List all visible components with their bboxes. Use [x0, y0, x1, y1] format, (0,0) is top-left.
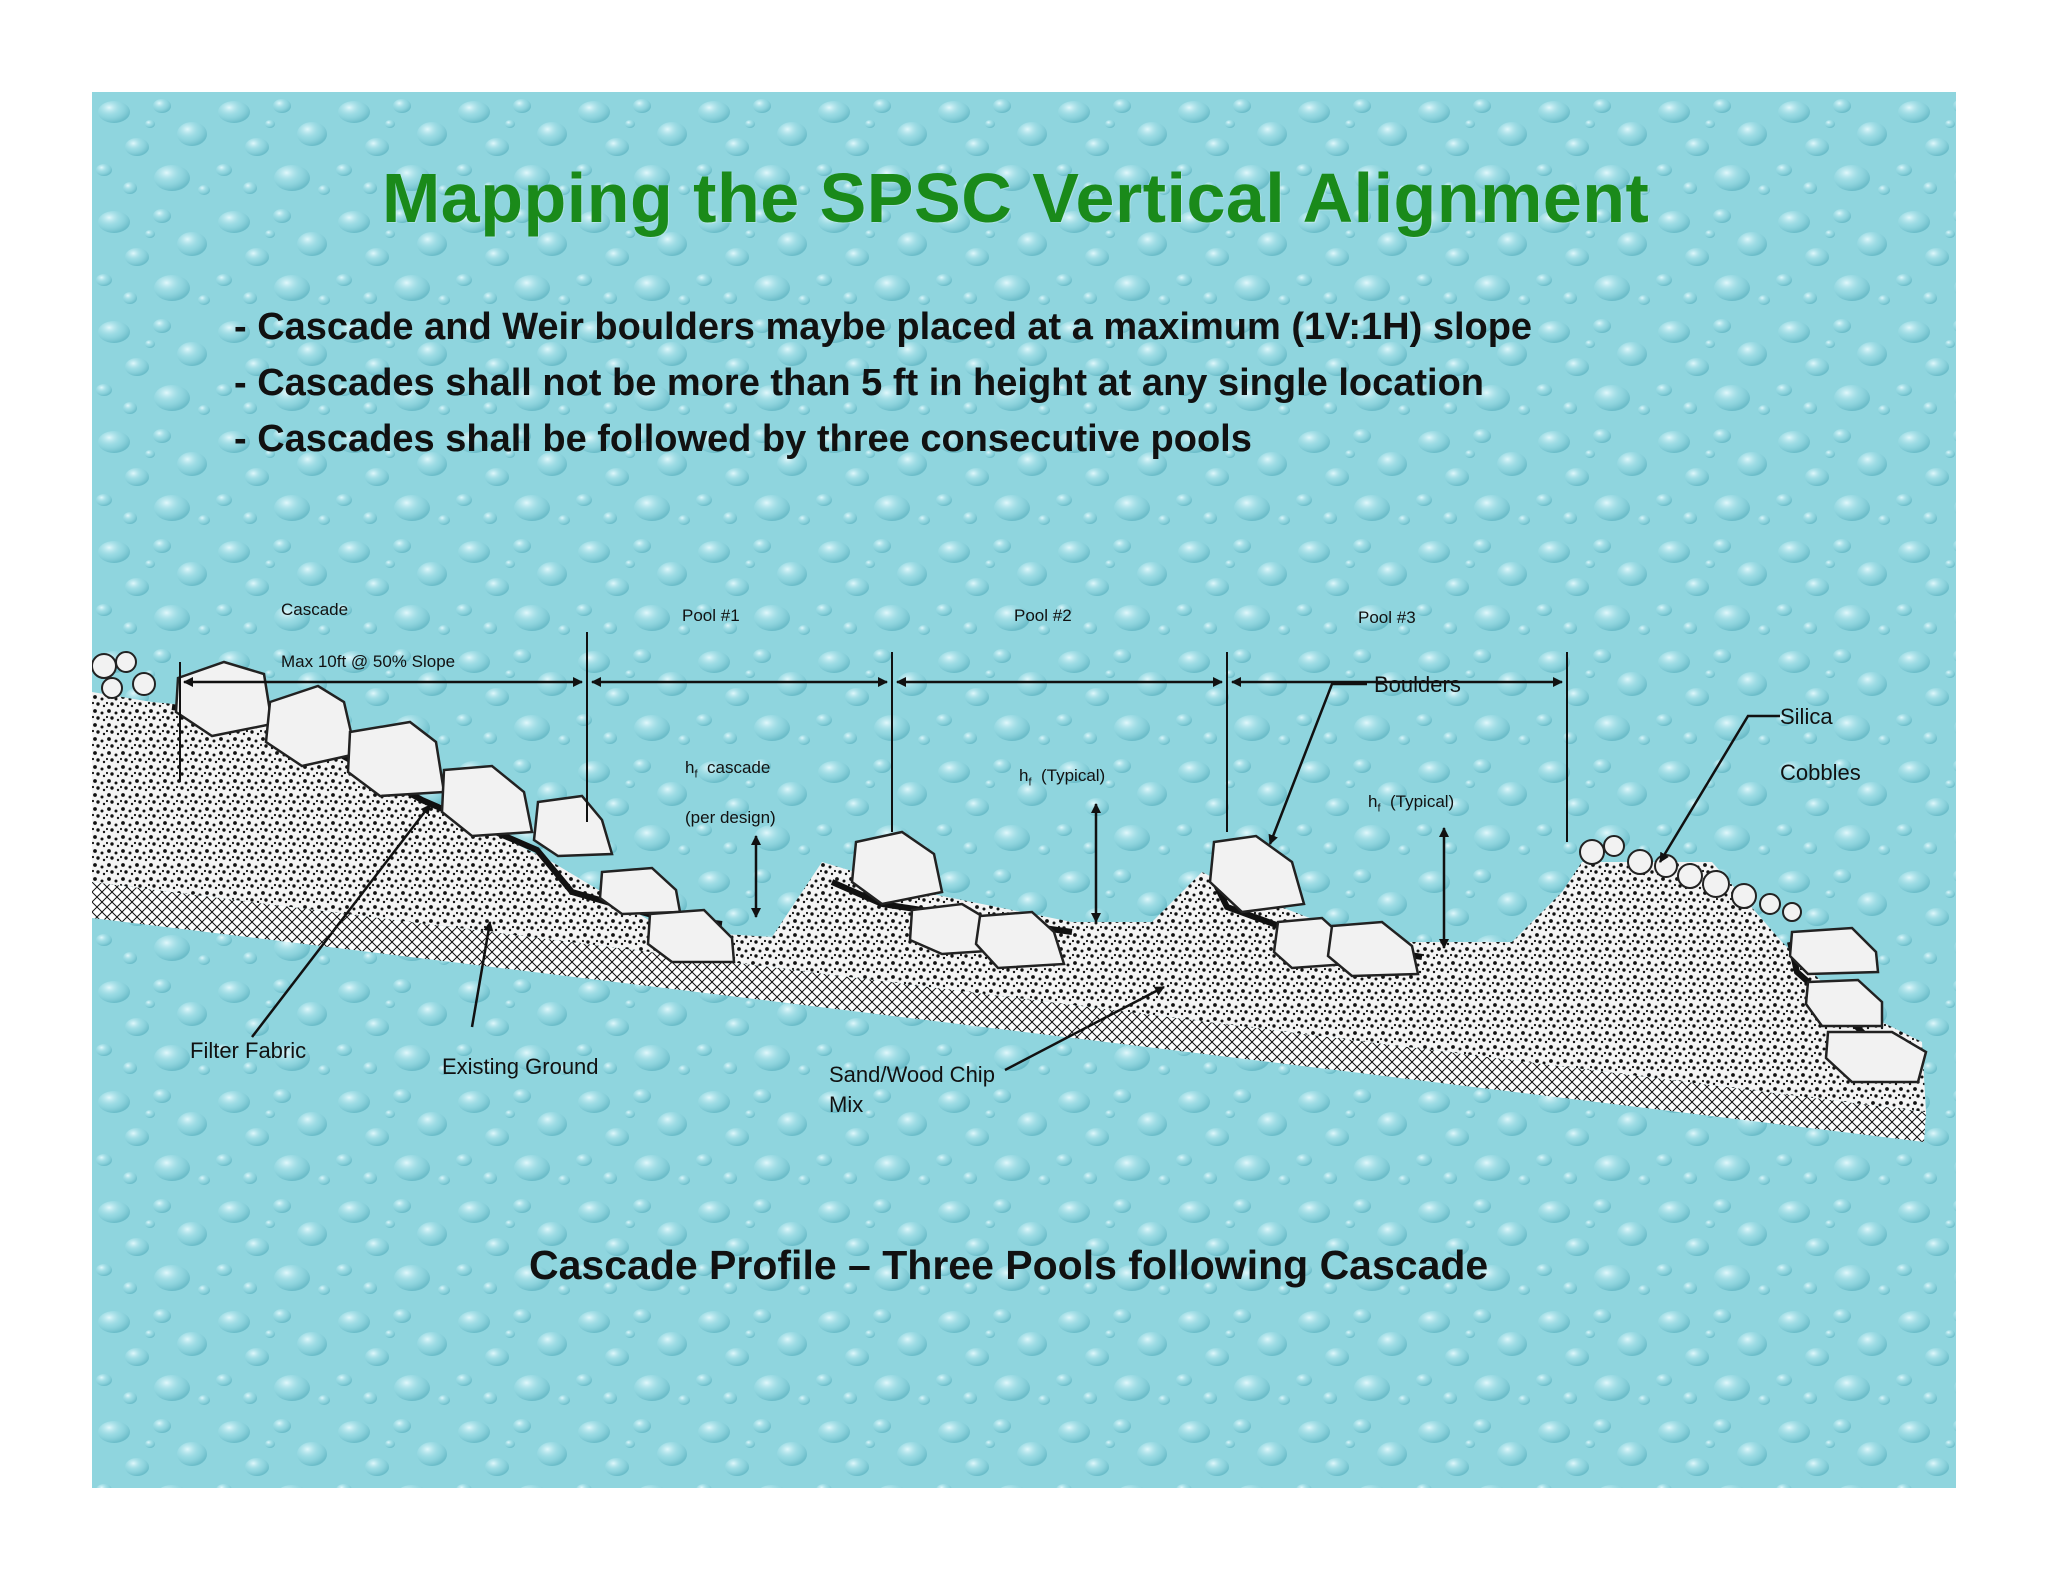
hf-subscript: f	[694, 768, 698, 781]
weir-2-boulders	[1208, 834, 1420, 978]
sand-mix-callout-line2: Mix	[829, 1092, 864, 1117]
sand-wood-chip-fill	[92, 692, 1926, 1112]
pool-1-label: Pool #1	[682, 606, 740, 625]
cascade-dimension-label: Cascade	[281, 600, 349, 619]
existing-ground-layer	[92, 882, 1926, 1142]
bullet-three-pools: - Cascades shall be followed by three co…	[234, 418, 1252, 460]
filter-fabric-callout: Filter Fabric	[190, 1038, 307, 1063]
diagram-caption: Cascade Profile – Three Pools following …	[529, 1242, 1489, 1288]
end-boulders	[1788, 926, 1928, 1084]
existing-ground-callout: Existing Ground	[442, 1054, 599, 1079]
hf-typical-pool-2: hf (Typical)	[1019, 766, 1105, 788]
bullet-max-slope: - Cascade and Weir boulders maybe placed…	[234, 306, 1533, 348]
page-title: Mapping the SPSC Vertical Alignment	[382, 159, 1650, 237]
hf-symbol: h	[685, 758, 695, 777]
pool-3-label: Pool #3	[1358, 608, 1416, 627]
slide-graphics	[92, 92, 1956, 1488]
hf-cascade-text: cascade	[706, 758, 771, 777]
hf-symbol: h	[1019, 766, 1029, 785]
cascade-slope-note: Max 10ft @ 50% Slope	[281, 652, 456, 671]
bullet-max-height: - Cascades shall not be more than 5 ft i…	[234, 362, 1485, 404]
weir-1-boulders	[850, 830, 1066, 970]
callout-leaders	[251, 682, 1780, 1072]
sand-mix-callout-line1: Sand/Wood Chip	[829, 1062, 995, 1087]
hf-typical-pool-3: hf (Typical)	[1368, 792, 1454, 814]
hf-cascade-note: (per design)	[685, 808, 776, 827]
hf-subscript: f	[1028, 776, 1032, 789]
height-arrows	[751, 803, 1449, 949]
hf-cascade-label: hf cascade	[685, 758, 770, 780]
boulders-callout: Boulders	[1374, 672, 1461, 697]
hf-typical-text: (Typical)	[1389, 792, 1455, 811]
left-edge-cobbles	[92, 651, 156, 699]
silica-callout: Silica	[1780, 704, 1833, 729]
silica-cobbles	[1579, 835, 1802, 922]
pool-2-label: Pool #2	[1014, 606, 1072, 625]
slide: Mapping the SPSC Vertical Alignment - Ca…	[92, 92, 1956, 1488]
hf-typical-text: (Typical)	[1040, 766, 1106, 785]
hf-symbol: h	[1368, 792, 1378, 811]
hf-subscript: f	[1377, 802, 1381, 815]
cascade-boulders	[174, 660, 736, 964]
cobbles-callout: Cobbles	[1780, 760, 1861, 785]
dimension-reference-lines	[179, 632, 1568, 842]
